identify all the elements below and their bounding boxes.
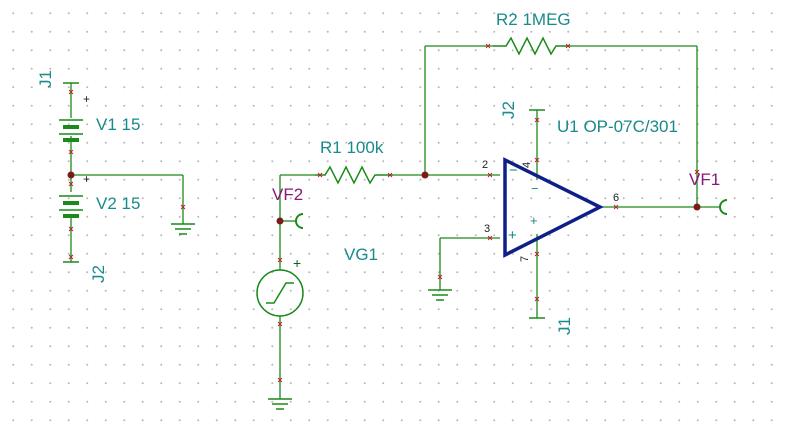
pin-4-label: 4 — [521, 161, 533, 168]
resistor-r1-symbol[interactable] — [315, 165, 393, 185]
ground-symbols — [171, 223, 452, 410]
pin-2-label: 2 — [482, 159, 489, 171]
probe-vf1-icon[interactable] — [719, 199, 728, 215]
u1-label[interactable]: U1 OP-07C/301 — [557, 117, 678, 136]
opamp-supply-bottom-label: J1 — [555, 317, 574, 335]
vg1-plus-sign: + — [293, 255, 302, 271]
pin-6-label: 6 — [613, 192, 620, 204]
v2-plus-sign: + — [83, 172, 91, 186]
junction-dots — [67, 171, 701, 225]
r1-label[interactable]: R1 100k — [320, 138, 384, 157]
battery-v2-symbol[interactable] — [59, 195, 83, 218]
ground-icon-1 — [171, 223, 195, 235]
opamp-supply-minus-sign: − — [531, 181, 539, 196]
opamp-supply-top-label: J2 — [499, 101, 518, 119]
probe-vf2-icon[interactable] — [295, 213, 304, 229]
terminal-j2-bottom-label: J2 — [89, 265, 108, 283]
ground-icon-3 — [268, 398, 292, 410]
pin-7-label: 7 — [519, 255, 531, 262]
wires — [70, 45, 720, 399]
pin-3-label: 3 — [484, 223, 491, 235]
v1-plus-sign: + — [83, 92, 91, 106]
vg1-label[interactable]: VG1 — [344, 245, 379, 264]
r2-label[interactable]: R2 1MEG — [496, 10, 571, 29]
resistor-r2-symbol[interactable] — [493, 36, 570, 56]
opamp-noninverting-sign: + — [508, 227, 517, 244]
opamp-u1-symbol[interactable] — [503, 157, 604, 258]
ground-icon-2 — [428, 289, 452, 301]
vf1-label[interactable]: VF1 — [689, 170, 721, 189]
v1-label[interactable]: V1 15 — [96, 115, 141, 134]
terminal-bars — [63, 82, 545, 319]
v2-label[interactable]: V2 15 — [96, 194, 141, 213]
battery-v1-symbol[interactable] — [59, 119, 83, 142]
opamp-inverting-sign: − — [509, 162, 518, 179]
function-generator-vg1-symbol[interactable] — [256, 269, 304, 317]
terminal-j1-top-label: J1 — [36, 70, 55, 88]
vf2-label[interactable]: VF2 — [272, 185, 304, 204]
opamp-supply-plus-sign: + — [530, 213, 538, 228]
pin-markers — [68, 43, 700, 383]
